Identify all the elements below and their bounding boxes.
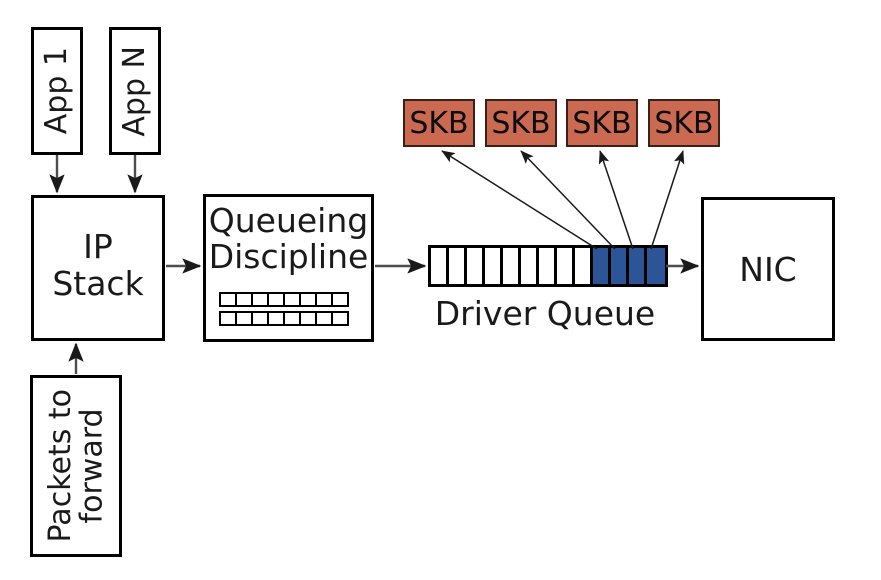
queueing-discipline-grid-row [219, 292, 349, 307]
driver-queue-cell-empty [485, 248, 503, 284]
arrow-queue-cell-4-to-skb-4 [650, 150, 685, 250]
queueing-discipline-grid-cell [331, 292, 349, 307]
driver-queue-cell-empty [449, 248, 467, 284]
skb-box-4: SKB [648, 99, 720, 147]
driver-queue-cell-empty [431, 248, 449, 284]
skb-box-2: SKB [485, 99, 557, 147]
driver-queue [428, 245, 668, 287]
driver-queue-cell-empty [575, 248, 593, 284]
driver-queue-cell-filled [629, 248, 647, 284]
driver-queue-cell-empty [503, 248, 521, 284]
driver-queue-cell-filled [593, 248, 611, 284]
driver-queue-cell-empty [557, 248, 575, 284]
driver-queue-cell-filled [647, 248, 665, 284]
box-nic: NIC [701, 197, 835, 341]
skb-box-4-label: SKB [654, 105, 714, 141]
box-app-n: App N [109, 27, 161, 155]
queueing-discipline-grid-cell [331, 311, 349, 326]
box-nic-label: NIC [739, 249, 797, 289]
queueing-discipline-grid-row [219, 311, 349, 326]
arrow-queue-cell-3-to-skb-3 [598, 150, 634, 250]
driver-queue-cell-empty [521, 248, 539, 284]
skb-box-1: SKB [403, 99, 475, 147]
skb-box-3-label: SKB [572, 105, 632, 141]
box-app-n-label: App N [117, 45, 153, 137]
box-ip-stack: IP Stack [31, 195, 165, 341]
box-ip-stack-label: IP Stack [52, 227, 144, 303]
skb-box-1-label: SKB [409, 105, 469, 141]
skb-box-2-label: SKB [491, 105, 551, 141]
skb-box-3: SKB [566, 99, 638, 147]
box-packets-to-forward: Packets to forward [30, 375, 122, 557]
box-app-1-label: App 1 [39, 47, 75, 135]
driver-queue-cell-empty [539, 248, 557, 284]
driver-queue-cell-filled [611, 248, 629, 284]
driver-queue-label: Driver Queue [434, 294, 656, 333]
driver-queue-cell-empty [467, 248, 485, 284]
queueing-discipline-grid [219, 292, 349, 326]
box-app-1: App 1 [31, 27, 83, 155]
arrow-queue-cell-2-to-skb-2 [520, 150, 616, 250]
box-queueing-discipline-label: Queueing Discipline [208, 201, 369, 276]
arrow-queue-cell-1-to-skb-1 [441, 150, 598, 250]
box-packets-to-forward-label: Packets to forward [42, 389, 110, 543]
box-queueing-discipline: Queueing Discipline [203, 194, 374, 342]
